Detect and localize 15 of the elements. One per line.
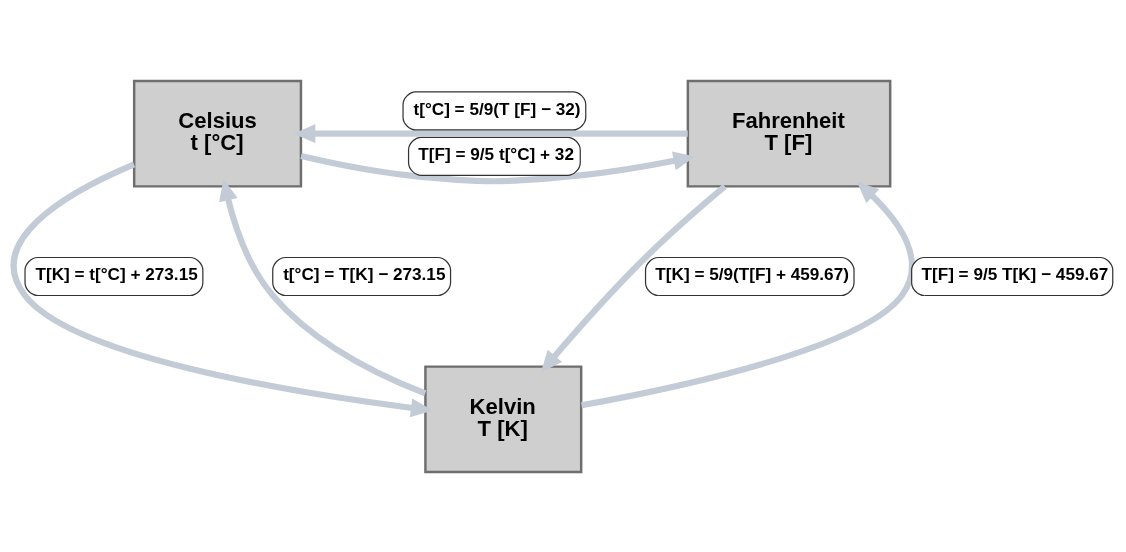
edge-label: T[K] = 5/9(T[F] + 459.67) bbox=[655, 263, 849, 284]
arrow bbox=[300, 151, 696, 184]
edge-label: t[°C] = 5/9(T [F] − 32) bbox=[413, 98, 581, 119]
arrow bbox=[293, 123, 688, 143]
edge-label: T[F] = 9/5 T[K] − 459.67 bbox=[921, 263, 1109, 284]
node-box: Fahrenheit T [F] bbox=[686, 79, 892, 188]
arrow bbox=[10, 161, 433, 417]
edge-label: T[K] = t[°C] + 273.15 bbox=[35, 263, 198, 284]
node-box: Kelvin T [K] bbox=[424, 364, 583, 473]
arrow bbox=[580, 181, 915, 408]
edge-label: t[°C] = T[K] − 273.15 bbox=[283, 263, 446, 284]
arrow bbox=[540, 183, 727, 372]
arrow bbox=[219, 178, 427, 396]
edge-label: T[F] = 9/5 t[°C] + 32 bbox=[418, 143, 574, 164]
node-box: Celsius t [°C] bbox=[132, 79, 303, 188]
